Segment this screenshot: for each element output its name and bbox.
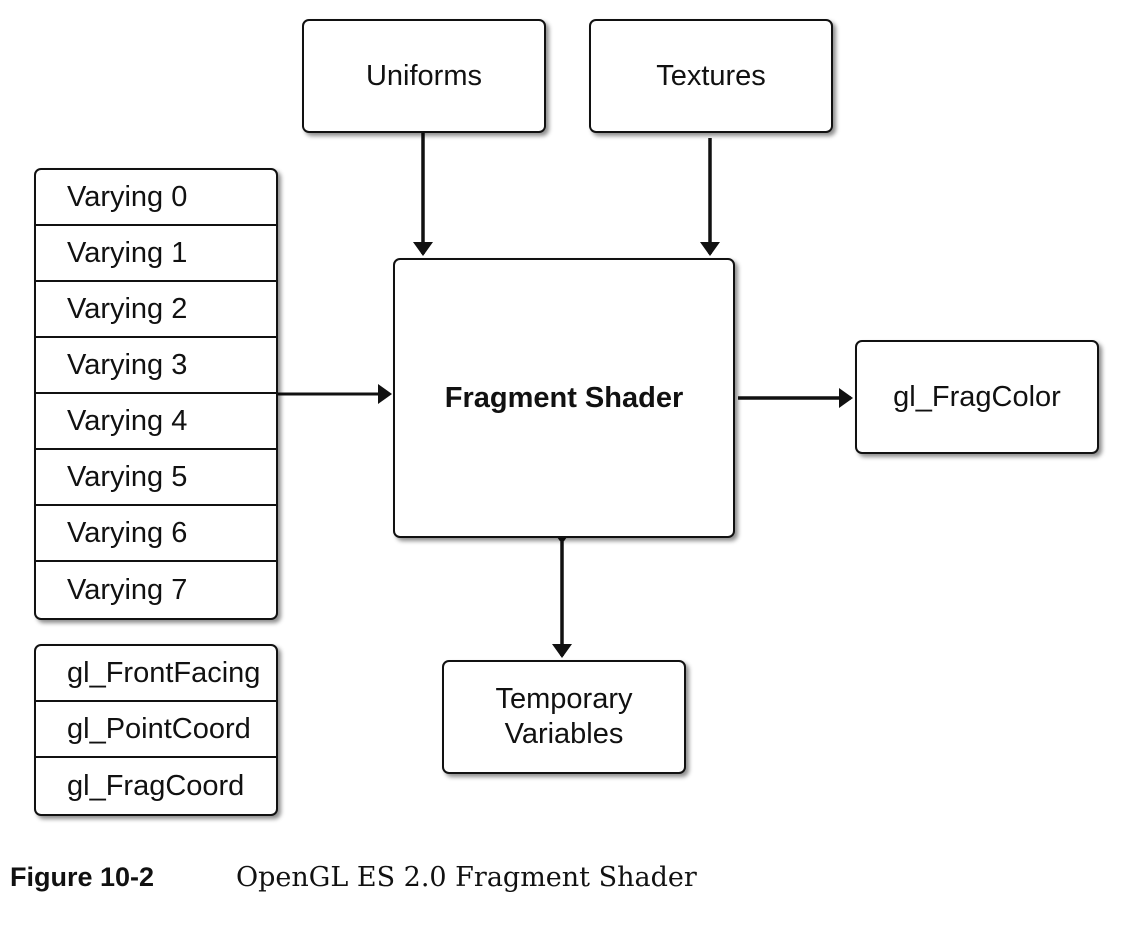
builtins-stack: gl_FrontFacing gl_PointCoord gl_FragCoor… (34, 644, 278, 816)
varying-1-label: Varying 1 (67, 236, 188, 269)
varying-6-label: Varying 6 (67, 516, 188, 549)
builtin-point-coord-label: gl_PointCoord (67, 712, 251, 745)
builtin-frag-coord-cell: gl_FragCoord (36, 758, 276, 814)
temporary-variables-label-line2: Variables (504, 718, 624, 750)
varying-7-label: Varying 7 (67, 573, 188, 606)
figure-number: Figure 10-2 (10, 862, 155, 892)
varyings-stack: Varying 0 Varying 1 Varying 2 Varying 3 … (34, 168, 278, 620)
varying-4-cell: Varying 4 (36, 394, 276, 450)
builtin-front-facing-label: gl_FrontFacing (67, 656, 261, 689)
varying-7-cell: Varying 7 (36, 562, 276, 618)
varying-6-cell: Varying 6 (36, 506, 276, 562)
textures-box: Textures (589, 19, 833, 133)
varying-2-label: Varying 2 (67, 292, 188, 325)
builtin-frag-coord-label: gl_FragCoord (67, 769, 245, 802)
varying-0-label: Varying 0 (67, 180, 188, 213)
varying-3-cell: Varying 3 (36, 338, 276, 394)
varying-3-label: Varying 3 (67, 348, 188, 381)
uniforms-box: Uniforms (302, 19, 546, 133)
frag-color-box: gl_FragColor (855, 340, 1099, 454)
figure-caption: Figure 10-2 OpenGL ES 2.0 Fragment Shade… (10, 862, 697, 902)
textures-label: Textures (656, 59, 766, 92)
temporary-variables-label-line1: Temporary (495, 683, 633, 716)
temporary-variables-box: Temporary Variables (442, 660, 686, 774)
builtin-point-coord-cell: gl_PointCoord (36, 702, 276, 758)
varying-2-cell: Varying 2 (36, 282, 276, 338)
fragment-shader-box: Fragment Shader (393, 258, 735, 538)
varying-0-cell: Varying 0 (36, 170, 276, 226)
uniforms-label: Uniforms (365, 59, 482, 92)
fragment-shader-label: Fragment Shader (444, 381, 684, 414)
figure-title: OpenGL ES 2.0 Fragment Shader (236, 862, 697, 893)
frag-color-label: gl_FragColor (893, 380, 1061, 413)
varying-5-label: Varying 5 (67, 460, 188, 493)
varying-5-cell: Varying 5 (36, 450, 276, 506)
varying-4-label: Varying 4 (67, 404, 188, 437)
varying-1-cell: Varying 1 (36, 226, 276, 282)
builtin-front-facing-cell: gl_FrontFacing (36, 646, 276, 702)
